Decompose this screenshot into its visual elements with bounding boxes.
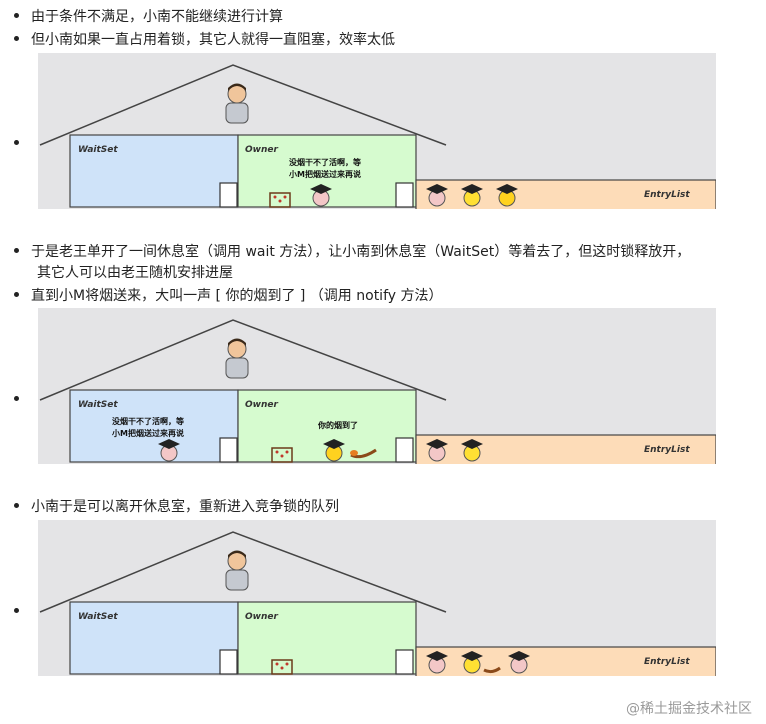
laowang-figure (225, 338, 249, 379)
bullet-4-text: 直到小M将烟送来，大叫一声 [ 你的烟到了 ] （调用 notify 方法） (31, 288, 443, 304)
waitset-label: WaitSet (78, 400, 118, 410)
waitset-label: WaitSet (78, 612, 118, 622)
owner-label: Owner (245, 145, 278, 155)
bullet-4: 直到小M将烟送来，大叫一声 [ 你的烟到了 ] （调用 notify 方法） (14, 285, 443, 307)
entrylist-label: EntryList (644, 190, 690, 200)
speech-bubble-waitset: 没烟干不了活啊，等 小M把烟送过来再说 (112, 417, 184, 438)
entrylist-figures (426, 439, 483, 462)
xiaonan-figure (310, 184, 332, 207)
bullet-2: 但小南如果一直占用着锁，其它人就得一直阻塞，效率太低 (14, 29, 395, 51)
watermark: @稀土掘金技术社区 (626, 701, 752, 717)
waitset-label: WaitSet (78, 145, 118, 155)
bullet-5-text: 小南于是可以离开休息室，重新进入竞争锁的队列 (31, 499, 339, 515)
bullet-5: 小南于是可以离开休息室，重新进入竞争锁的队列 (14, 496, 339, 518)
xiaom-with-pipe-figure (323, 439, 377, 462)
entrylist-figures (426, 184, 518, 207)
entrylist-figures (426, 651, 530, 674)
entrylist-label: EntryList (644, 445, 690, 455)
bullet-3-text-cont: 其它人可以由老王随机安排进屋 (37, 265, 233, 281)
laowang-figure (225, 550, 249, 591)
bullet-scene-3 (14, 608, 19, 613)
entrylist-label: EntryList (644, 657, 690, 667)
bullet-1-text: 由于条件不满足，小南不能继续进行计算 (31, 9, 283, 25)
bullet-scene-2 (14, 396, 19, 401)
scene-2-diagram: WaitSet Owner EntryList 没烟干不了活啊，等 小M把烟送过… (38, 308, 716, 464)
owner-label: Owner (245, 612, 278, 622)
bullet-3-text: 于是老王单开了一间休息室（调用 wait 方法），让小南到休息室（WaitSet… (31, 244, 691, 260)
scene-3-diagram: WaitSet Owner EntryList (38, 520, 716, 676)
bullet-scene-1 (14, 140, 19, 145)
bullet-2-text: 但小南如果一直占用着锁，其它人就得一直阻塞，效率太低 (31, 32, 395, 48)
laowang-figure (225, 83, 249, 124)
scene-1-diagram: WaitSet Owner EntryList 没烟干不了活啊，等 小M把烟送过… (38, 53, 716, 209)
bullet-1: 由于条件不满足，小南不能继续进行计算 (14, 6, 283, 28)
bullet-3-cont: 其它人可以由老王随机安排进屋 (14, 262, 233, 284)
owner-label: Owner (245, 400, 278, 410)
bullet-3: 于是老王单开了一间休息室（调用 wait 方法），让小南到休息室（WaitSet… (14, 241, 690, 263)
xiaonan-figure (158, 439, 180, 462)
speech-bubble: 没烟干不了活啊，等 小M把烟送过来再说 (289, 158, 361, 179)
speech-bubble-owner: 你的烟到了 (318, 421, 358, 430)
